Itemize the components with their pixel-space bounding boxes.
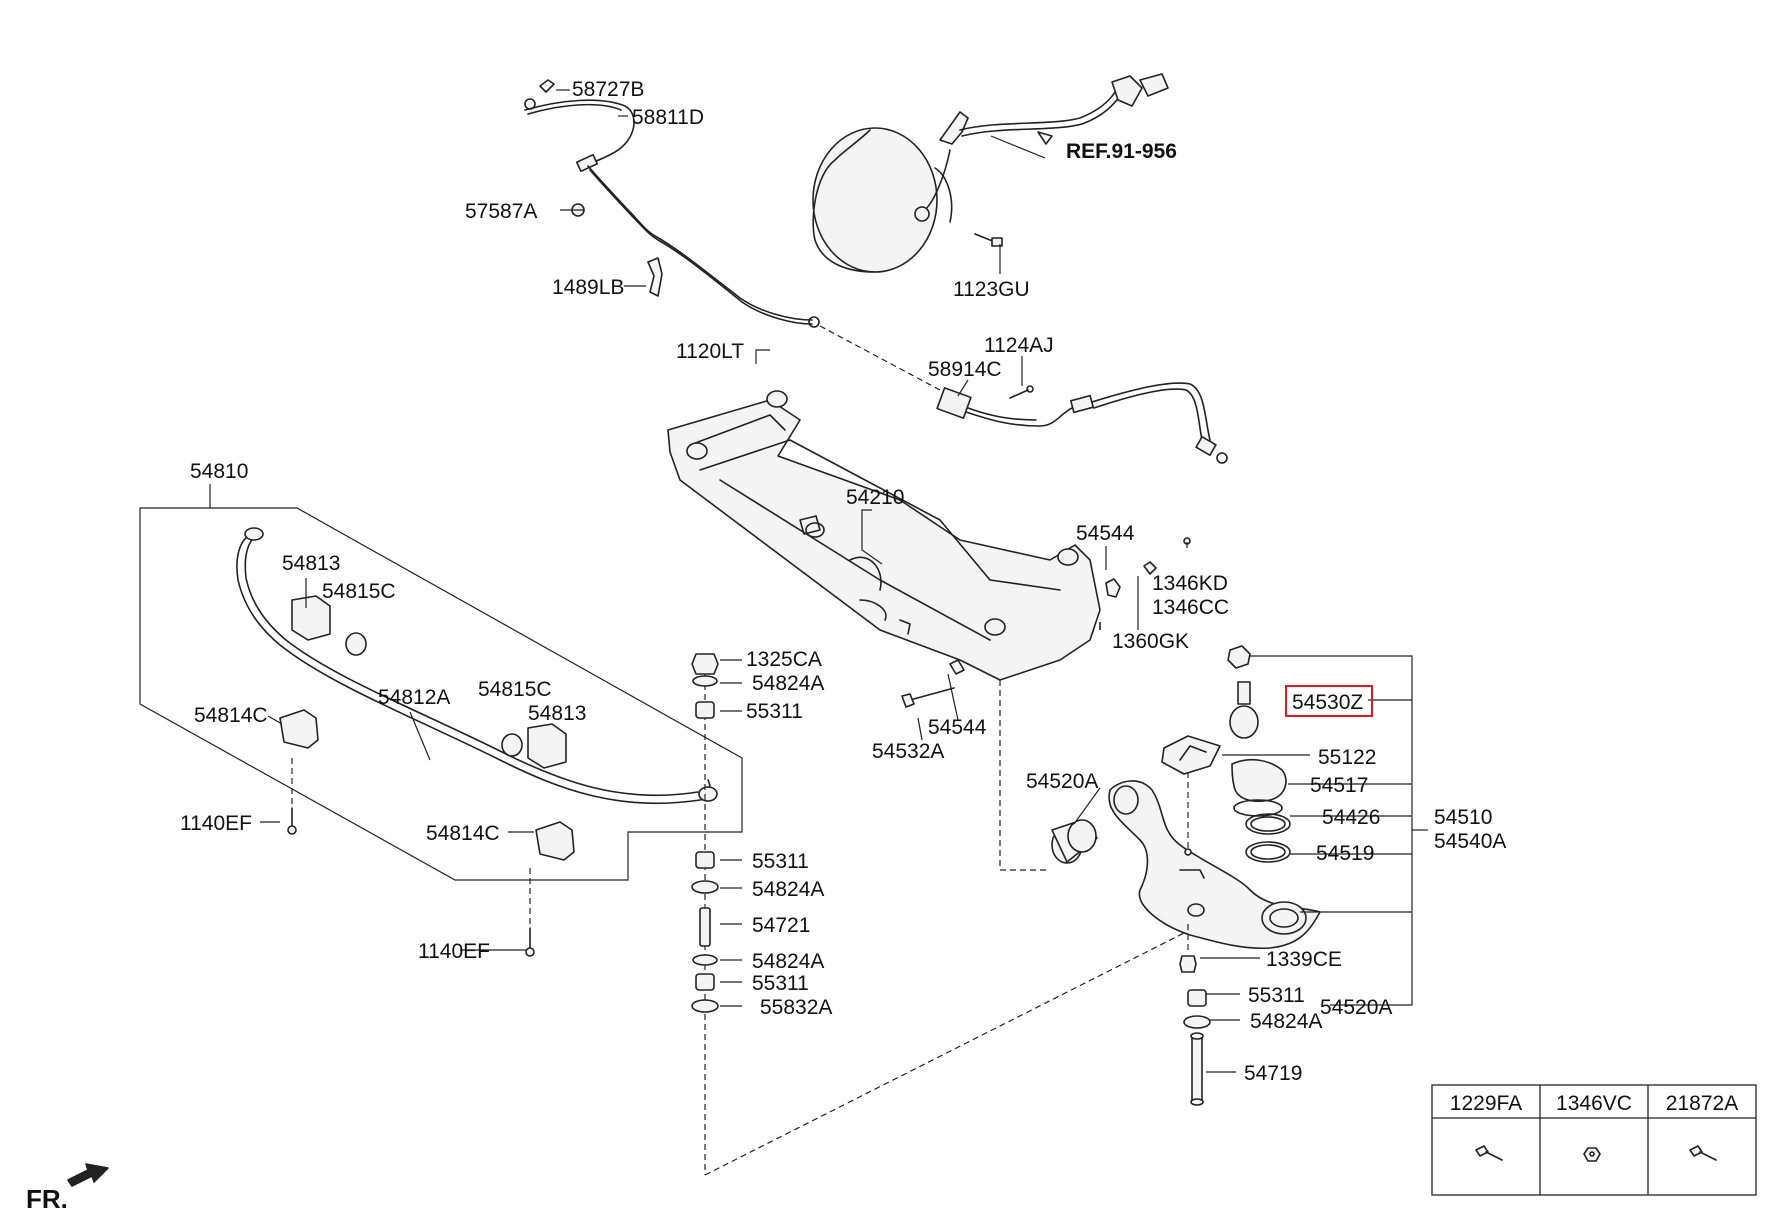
bolt-icon bbox=[1475, 1145, 1503, 1161]
label-54520A-upper: 54520A bbox=[1026, 770, 1098, 793]
table-header-1346VC: 1346VC bbox=[1556, 1092, 1632, 1115]
label-55311-2: 55311 bbox=[752, 850, 809, 873]
label-54810: 54810 bbox=[190, 460, 248, 483]
label-54815C-lower: 54815C bbox=[478, 678, 552, 701]
label-58914C: 58914C bbox=[928, 358, 1002, 381]
lower-control-arm-assembly bbox=[901, 645, 1321, 1106]
label-54824A-4: 54824A bbox=[1250, 1010, 1322, 1033]
label-54544-lower: 54544 bbox=[928, 716, 987, 739]
front-direction-indicator: FR. bbox=[26, 1163, 109, 1211]
label-54815C-upper: 54815C bbox=[322, 580, 396, 603]
label-54544-upper: 54544 bbox=[1076, 522, 1135, 545]
label-54532A: 54532A bbox=[872, 740, 944, 763]
label-54813-upper: 54813 bbox=[282, 552, 340, 575]
label-54814C-lower: 54814C bbox=[426, 822, 500, 845]
label-1140EF-lower: 1140EF bbox=[418, 940, 490, 963]
label-1346CC: 1346CC bbox=[1152, 596, 1229, 619]
label-54530Z: 54530Z bbox=[1292, 691, 1363, 714]
leader-lines bbox=[209, 89, 1428, 1073]
label-58727B: 58727B bbox=[572, 78, 644, 101]
fastener-table: 1229FA 1346VC 21872A bbox=[1431, 1084, 1757, 1196]
label-1346KD: 1346KD bbox=[1152, 572, 1228, 595]
label-1489LB: 1489LB bbox=[552, 276, 624, 299]
label-54210: 54210 bbox=[846, 486, 904, 509]
brake-disc-assembly bbox=[812, 73, 1169, 273]
label-54510: 54510 bbox=[1434, 806, 1492, 829]
label-1140EF-upper: 1140EF bbox=[180, 812, 252, 835]
label-54520A-lower: 54520A bbox=[1320, 996, 1392, 1019]
direction-label: FR. bbox=[26, 1184, 68, 1211]
label-54517: 54517 bbox=[1310, 774, 1368, 797]
label-54719: 54719 bbox=[1244, 1062, 1302, 1085]
table-header-21872A: 21872A bbox=[1666, 1092, 1738, 1115]
highlight-box bbox=[1285, 685, 1373, 717]
label-54824A-3: 54824A bbox=[752, 950, 824, 973]
label-54426: 54426 bbox=[1322, 806, 1380, 829]
label-58811D: 58811D bbox=[632, 106, 704, 129]
label-54812A: 54812A bbox=[378, 686, 450, 709]
label-54519: 54519 bbox=[1316, 842, 1374, 865]
label-1120LT: 1120LT bbox=[676, 340, 744, 363]
direction-arrow-icon bbox=[67, 1163, 109, 1187]
label-55311-3: 55311 bbox=[752, 972, 809, 995]
stabilizer-link-stack bbox=[691, 653, 1191, 1176]
label-54824A-1: 54824A bbox=[752, 672, 824, 695]
label-ref-91-956: REF.91-956 bbox=[1066, 140, 1177, 163]
part-labels: 58727B 58811D 57587A 1489LB REF.91-956 1… bbox=[180, 78, 1506, 1085]
label-1325CA: 1325CA bbox=[746, 648, 822, 671]
label-55122: 55122 bbox=[1318, 746, 1376, 769]
label-54540A: 54540A bbox=[1434, 830, 1506, 853]
subframe-crossmember bbox=[667, 390, 1191, 681]
label-55311-4: 55311 bbox=[1248, 984, 1305, 1007]
nut-icon bbox=[1583, 1147, 1601, 1162]
label-54824A-2: 54824A bbox=[752, 878, 824, 901]
label-1339CE: 1339CE bbox=[1266, 948, 1342, 971]
label-55832A: 55832A bbox=[760, 996, 832, 1019]
label-54814C-upper: 54814C bbox=[194, 704, 268, 727]
table-header-1229FA: 1229FA bbox=[1450, 1092, 1522, 1115]
label-1360GK: 1360GK bbox=[1112, 630, 1189, 653]
stabilizer-bar-assembly bbox=[139, 507, 743, 957]
bolt-icon bbox=[1689, 1145, 1717, 1161]
label-57587A: 57587A bbox=[465, 200, 537, 223]
label-54721: 54721 bbox=[752, 914, 810, 937]
label-55311-1: 55311 bbox=[746, 700, 803, 723]
label-54813-lower: 54813 bbox=[528, 702, 586, 725]
label-1123GU: 1123GU bbox=[953, 278, 1030, 301]
label-1124AJ: 1124AJ bbox=[984, 334, 1054, 357]
